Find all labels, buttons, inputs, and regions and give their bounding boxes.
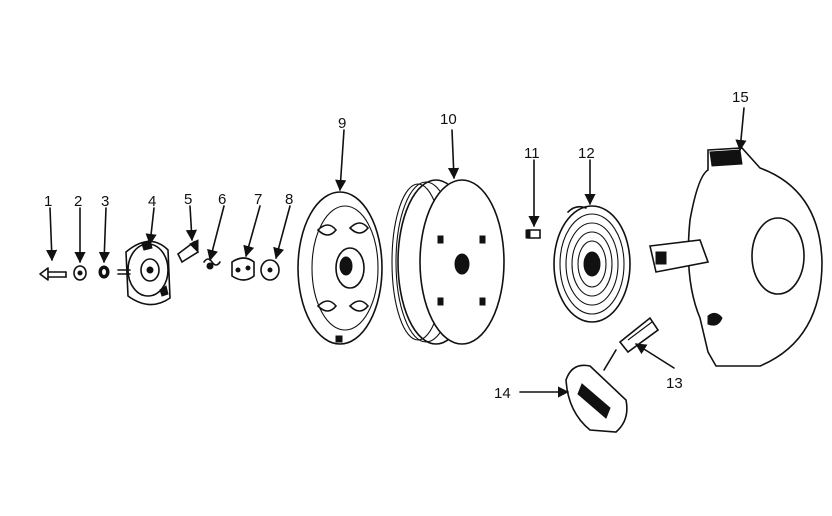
callout-8: 8 xyxy=(285,191,293,208)
part-2-washer xyxy=(73,265,87,281)
part-15-housing xyxy=(649,147,823,367)
callout-15: 15 xyxy=(732,89,749,106)
part-1-bolt xyxy=(39,267,67,281)
part-12-recoil-spring xyxy=(553,205,631,323)
callout-3: 3 xyxy=(101,193,109,210)
callout-6: 6 xyxy=(218,191,226,208)
part-14-handle xyxy=(565,349,628,433)
callout-2: 2 xyxy=(74,193,82,210)
callout-4: 4 xyxy=(148,193,156,210)
part-7-retainer xyxy=(231,257,255,281)
part-3-nut xyxy=(98,265,110,279)
part-4-hub xyxy=(117,239,171,306)
callout-7: 7 xyxy=(254,191,262,208)
callout-11: 11 xyxy=(524,145,540,162)
callout-12: 12 xyxy=(578,145,595,162)
callout-14: 14 xyxy=(494,385,511,402)
callout-10: 10 xyxy=(440,111,457,128)
part-5-pawl xyxy=(176,239,199,264)
part-10-pulley xyxy=(391,179,505,345)
part-9-flange xyxy=(297,191,383,345)
callout-9: 9 xyxy=(338,115,346,132)
part-13-arm xyxy=(618,316,660,354)
part-11-pin xyxy=(525,229,541,239)
part-6-spring xyxy=(203,258,221,270)
callout-labels: 1 2 3 4 5 6 7 8 9 10 11 12 13 14 15 xyxy=(44,89,749,402)
leader-arrows xyxy=(46,107,747,398)
callout-13: 13 xyxy=(666,375,683,392)
callout-5: 5 xyxy=(184,191,192,208)
part-8-washer xyxy=(260,259,280,281)
callout-1: 1 xyxy=(44,193,52,210)
